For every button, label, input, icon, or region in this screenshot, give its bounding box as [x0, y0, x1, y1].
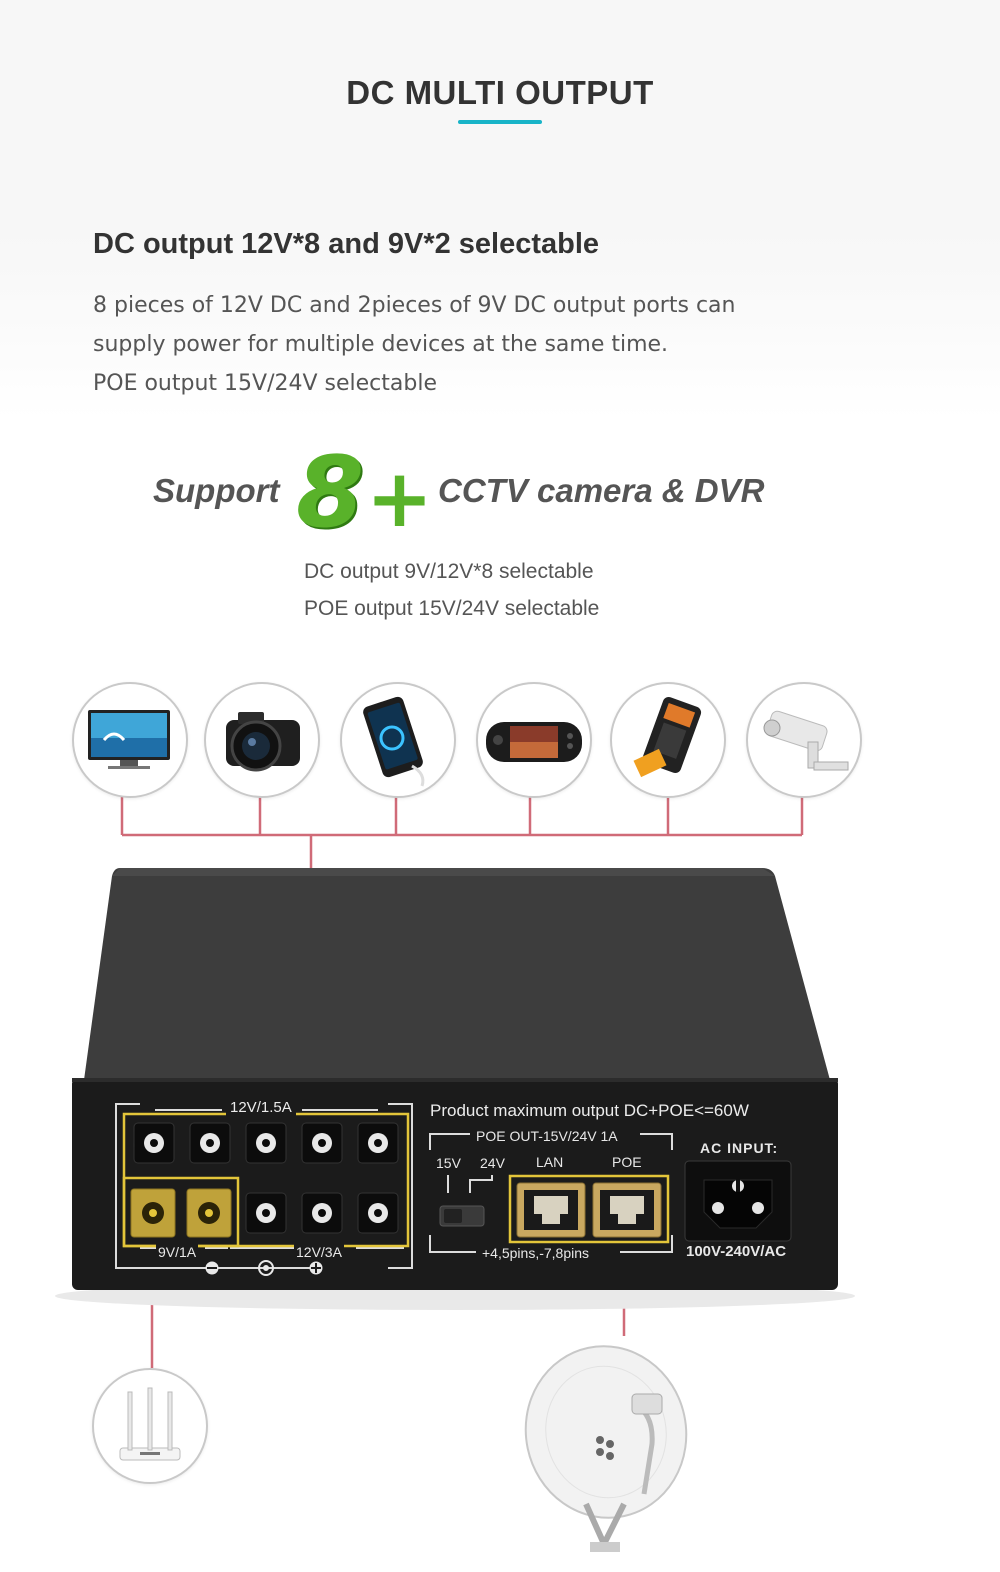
header-band — [0, 0, 1000, 420]
section-description: 8 pieces of 12V DC and 2pieces of 9V DC … — [93, 286, 913, 403]
dc-port — [301, 1192, 343, 1239]
pos-terminal-icon — [633, 696, 702, 778]
support-suffix: CCTV camera & DVR — [438, 472, 765, 509]
tv-icon — [88, 710, 170, 769]
dc-port — [301, 1122, 343, 1169]
label-24v: 24V — [480, 1155, 505, 1171]
device-circle-camera — [204, 682, 320, 798]
device-circle-tv — [72, 682, 188, 798]
title-underline — [458, 120, 542, 124]
spec-dc-output: DC output 9V/12V*8 selectable — [304, 560, 594, 583]
dc-port — [189, 1122, 231, 1169]
label-poe-out: POE OUT-15V/24V 1A — [476, 1128, 618, 1144]
label-lan: LAN — [536, 1154, 564, 1170]
support-number: 8 — [296, 436, 365, 550]
support-plus: + — [366, 452, 434, 545]
label-ac-range: 100V-240V/AC — [686, 1243, 787, 1260]
top-wires — [120, 795, 804, 1368]
smartphone-icon — [363, 696, 425, 787]
camera-icon — [226, 712, 300, 772]
label-12v-1-5a: 12V/1.5A — [226, 1099, 296, 1116]
label-9v-1a: 9V/1A — [156, 1244, 199, 1260]
device-circle-cctv — [746, 682, 862, 798]
device-circle-pos-terminal — [610, 682, 726, 798]
dc-port — [245, 1122, 287, 1169]
label-ac-input: AC INPUT: — [700, 1140, 779, 1156]
label-12v-3a: 12V/3A — [294, 1244, 344, 1260]
dc-port — [357, 1122, 399, 1169]
label-15v: 15V — [436, 1155, 461, 1171]
device-circle-phone — [340, 682, 456, 798]
label-poe: POE — [612, 1154, 642, 1170]
description-line: 8 pieces of 12V DC and 2pieces of 9V DC … — [93, 293, 736, 318]
support-prefix: Support — [153, 472, 280, 509]
description-line: POE output 15V/24V selectable — [93, 371, 437, 396]
router-icon — [119, 1387, 181, 1461]
dc-port-9v — [130, 1188, 176, 1243]
lan-port — [516, 1182, 586, 1243]
page-title: DC MULTI OUTPUT — [346, 74, 654, 111]
spec-poe-output: POE output 15V/24V selectable — [304, 597, 600, 620]
support-banner: Support 8 + CCTV camera & DVR — [0, 436, 1000, 550]
ac-input-socket — [684, 1160, 792, 1247]
label-poe-pins: +4,5pins,-7,8pins — [480, 1245, 592, 1261]
dc-port-9v — [186, 1188, 232, 1243]
dc-port — [357, 1192, 399, 1239]
dc-port — [133, 1122, 175, 1169]
satellite-dish-icon — [524, 1345, 688, 1552]
section-heading: DC output 12V*8 and 9V*2 selectable — [93, 228, 600, 260]
device-circle-router — [92, 1368, 208, 1484]
description-line: supply power for multiple devices at the… — [93, 332, 669, 357]
poe-port — [592, 1182, 662, 1243]
label-max-output: Product maximum output DC+POE<=60W — [430, 1101, 749, 1120]
cctv-camera-icon — [763, 710, 849, 771]
dc-port — [245, 1192, 287, 1239]
device-circle-game-console — [476, 682, 592, 798]
game-console-icon — [486, 722, 582, 762]
satellite-dish — [514, 1344, 704, 1569]
